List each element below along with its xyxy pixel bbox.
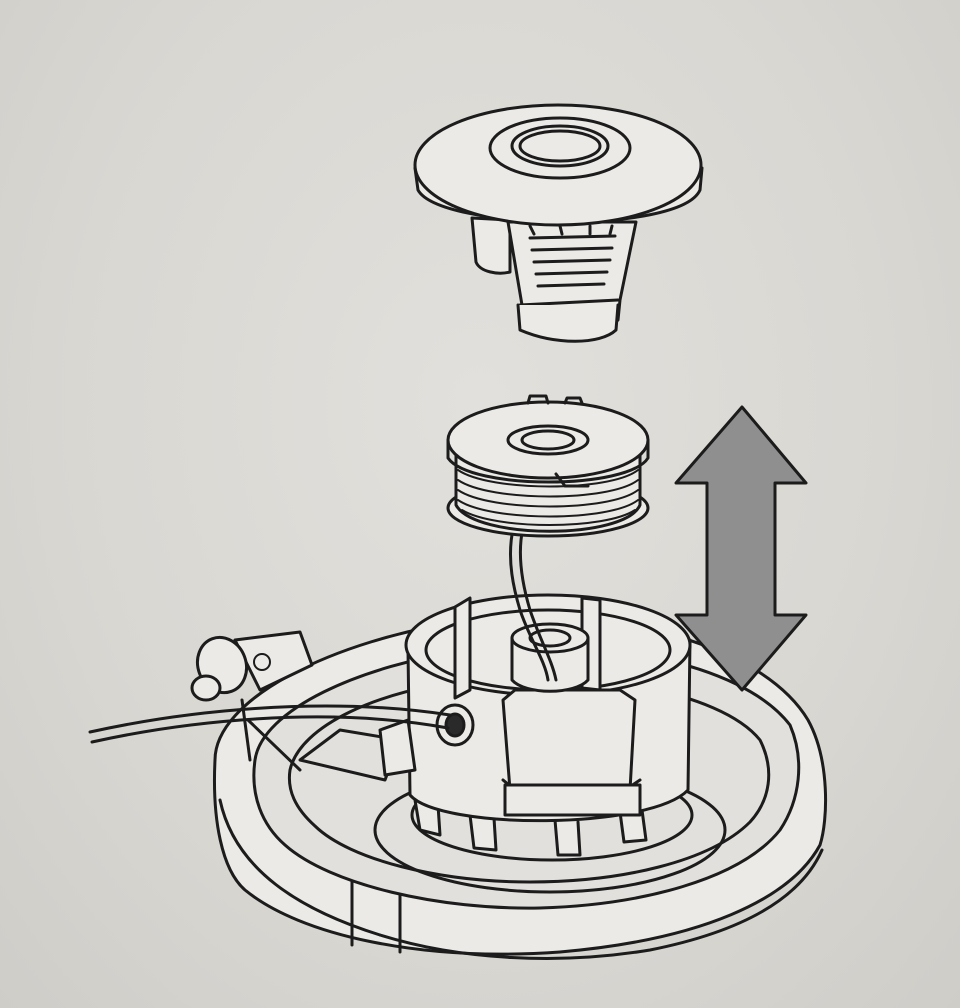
line-clip	[190, 630, 314, 762]
spool-cap	[413, 103, 704, 343]
line-spool	[446, 394, 650, 538]
vertical-double-arrow	[674, 405, 808, 692]
spool-housing	[190, 593, 828, 960]
